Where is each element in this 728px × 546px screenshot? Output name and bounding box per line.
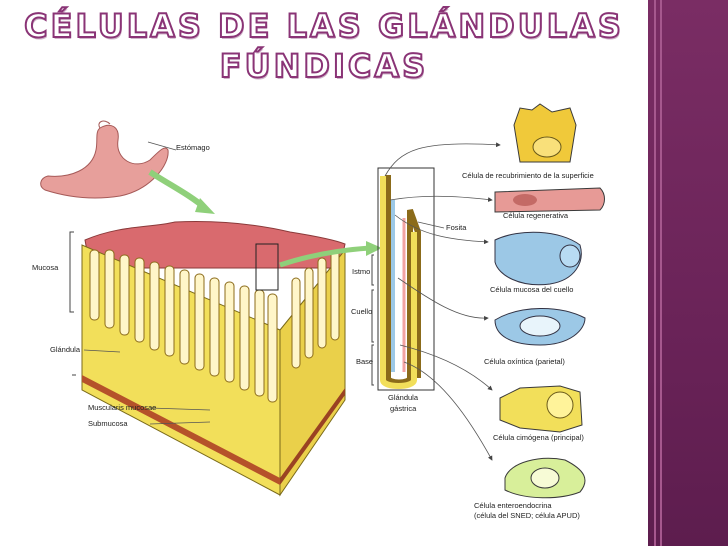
cell-label-enteroendocrina: Célula enteroendocrina [474,501,552,510]
label-istmo: Istmo [352,267,370,276]
green-arrow-stomach [148,169,207,211]
gastric-gland-detail [377,167,435,391]
label-fosita: Fosita [446,223,467,232]
label-muscularis: Muscularis mucosae [88,403,156,412]
cell-label-recubrimiento: Célula de recubrimiento de la superficie [462,171,594,180]
cell-illustrations [494,103,605,499]
mucosa-tissue-block [81,221,346,497]
title-line-1: CÉLULAS DE LAS GLÁNDULAS [23,6,624,46]
cell-label-sned: (célula del SNED; célula APUD) [474,511,580,520]
label-mucosa: Mucosa [32,263,59,272]
decorative-side-band [648,0,728,546]
label-cuello: Cuello [351,307,372,316]
label-estomago: Estómago [176,143,210,152]
label-submucosa: Submucosa [88,419,128,428]
label-glandula: Glándula [50,345,81,354]
stomach-illustration [40,120,169,199]
label-glandula-gastrica-1: Glándula [388,393,419,402]
cell-label-cimogena: Célula cimógena (principal) [493,433,584,442]
fundic-gland-diagram: Estómago Mucosa Glándula Muscularis muco… [32,103,605,520]
cell-label-oxintica: Célula oxíntica (parietal) [484,357,565,366]
label-glandula-gastrica-2: gástrica [390,404,417,413]
slide-title: CÉLULAS DE LAS GLÁNDULAS FÚNDICAS [0,6,648,86]
title-line-2: FÚNDICAS [219,46,429,86]
label-base: Base [356,357,373,366]
cell-label-mucosa-cuello: Célula mucosa del cuello [490,285,573,294]
cell-label-regenerativa: Célula regenerativa [503,211,569,220]
